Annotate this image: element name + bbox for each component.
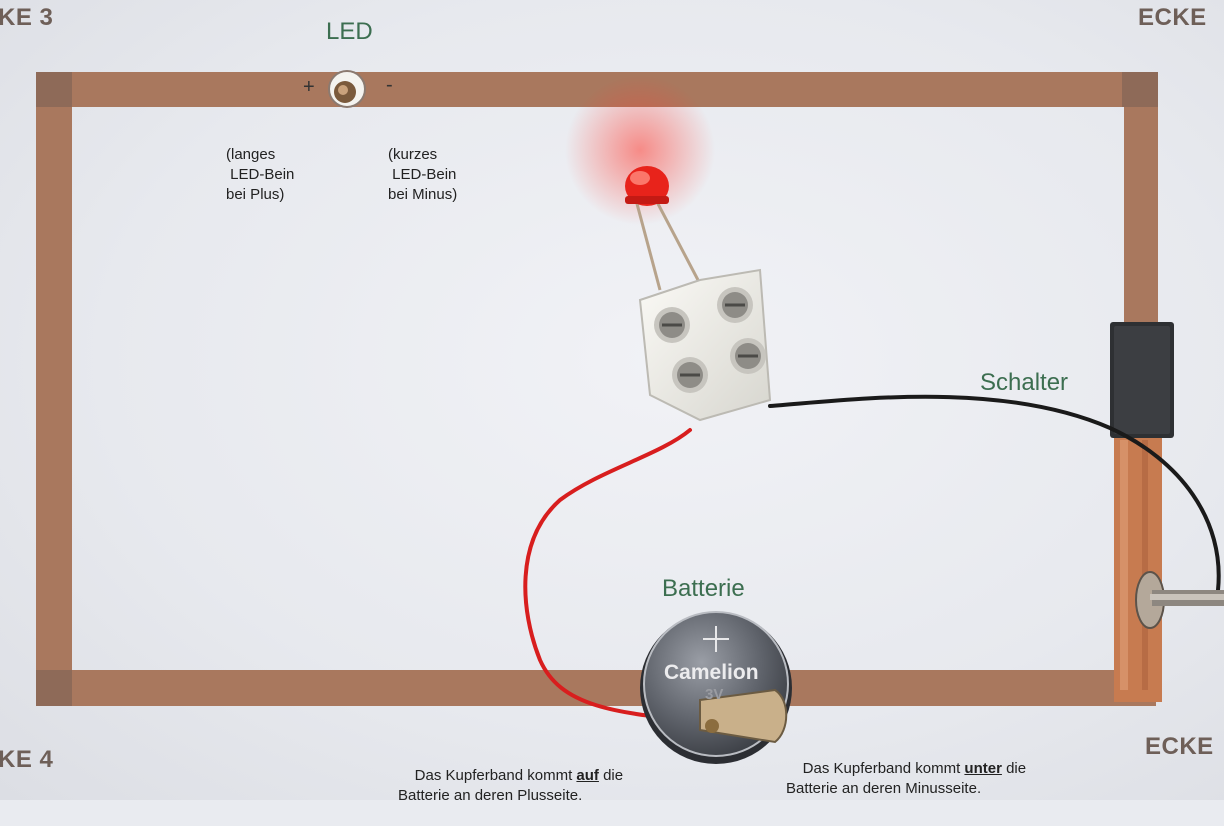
copper-tape-bottom — [36, 670, 1156, 706]
red-led — [625, 166, 669, 206]
note-plus-side-a: Das Kupferband kommt — [414, 767, 577, 784]
note-minus-side: Das Kupferband kommt unter die Batterie … — [786, 739, 1026, 819]
screw-1 — [654, 307, 690, 343]
switch-title: Schalter — [980, 369, 1069, 396]
battery-clip — [699, 688, 788, 744]
corner-label-top-left: KE 3 — [0, 4, 54, 31]
corner-label-bottom-left: KE 4 — [0, 746, 54, 773]
note-plus-side-emphasis: auf — [576, 767, 599, 784]
black-wire — [768, 394, 1221, 592]
red-wire — [523, 428, 722, 724]
screw-3 — [672, 357, 708, 393]
photo-scene: KE 3 ECKE KE 4 ECKE LED + - (langes LED-… — [0, 0, 1224, 804]
screw-4 — [730, 338, 766, 374]
note-plus-side: Das Kupferband kommt auf die Batterie an… — [398, 746, 623, 826]
led-long-leg-note: (langes LED-Bein bei Plus) — [226, 146, 295, 203]
led-hole — [328, 70, 366, 108]
led-title: LED — [326, 18, 373, 45]
circuit-drawing — [36, 70, 1224, 764]
battery-title: Batterie — [662, 575, 745, 602]
terminal-block — [638, 268, 772, 422]
led-short-leg-note: (kurzes LED-Bein bei Minus) — [388, 146, 458, 203]
copper-tape-left — [36, 72, 72, 706]
led-plus-sign: + — [303, 76, 315, 98]
metal-clip — [1135, 571, 1224, 629]
battery-brand: Camelion — [664, 661, 759, 684]
corner-label-bottom-right: ECKE — [1145, 733, 1214, 760]
note-minus-side-b: die Batterie an deren Minusseite. — [786, 760, 1027, 797]
note-minus-side-emphasis: unter — [964, 760, 1002, 777]
battery-voltage: 3V — [705, 686, 724, 703]
corner-label-top-right: ECKE — [1138, 4, 1207, 31]
copper-tape-right — [1124, 72, 1158, 327]
switch-block — [1110, 322, 1174, 438]
led-glow — [565, 75, 715, 225]
led-leg-long — [634, 199, 662, 291]
copper-tape-frame — [36, 72, 1162, 706]
led-leg-short — [654, 199, 700, 281]
led-minus-sign: - — [386, 74, 393, 96]
screw-2 — [717, 287, 753, 323]
note-minus-side-a: Das Kupferband kommt — [802, 760, 965, 777]
